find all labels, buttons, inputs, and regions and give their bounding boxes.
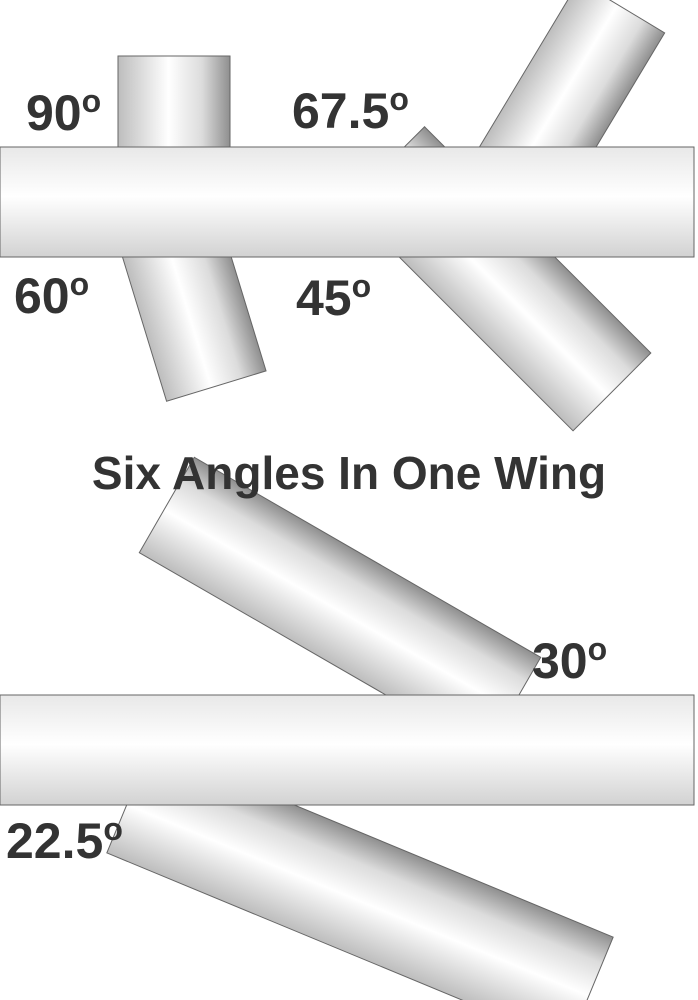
angle-label-45: 45o [296,268,371,326]
angle-label-90: 90o [26,83,101,141]
branch-pipe-90 [117,55,231,157]
angle-label-60: 60o [14,266,89,324]
angle-label-30: 30o [532,631,607,689]
main-pipe-top [0,146,695,258]
main-pipe-bottom [0,694,695,806]
diagram-title: Six Angles In One Wing [92,447,606,499]
angle-label-67-5: 67.5o [292,81,409,139]
angle-label-22-5: 22.5o [6,811,123,869]
